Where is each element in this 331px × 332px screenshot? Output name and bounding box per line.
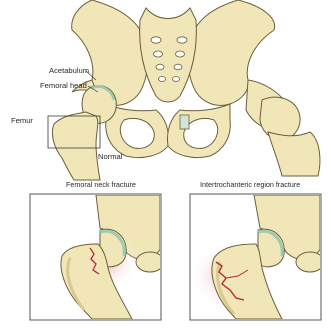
caption-intertrochanteric-fracture: Intertrochanteric region fracture — [200, 180, 300, 189]
left-femur — [52, 112, 100, 180]
label-femur: Femur — [11, 116, 33, 125]
label-femoral-head: Femoral head — [40, 81, 87, 90]
right-femoral-head — [260, 97, 300, 140]
label-normal: Normal — [98, 152, 123, 161]
right-femur — [268, 132, 320, 176]
caption-femoral-neck-fracture: Femoral neck fracture — [66, 180, 136, 189]
label-acetabulum: Acetabulum — [49, 66, 89, 75]
pelvis-illustration — [52, 0, 320, 180]
pubic-symphysis — [180, 115, 189, 129]
panel-femoral-neck-fracture — [30, 194, 164, 320]
sacrum — [140, 8, 197, 102]
panel-intertrochanteric-fracture — [190, 194, 324, 320]
